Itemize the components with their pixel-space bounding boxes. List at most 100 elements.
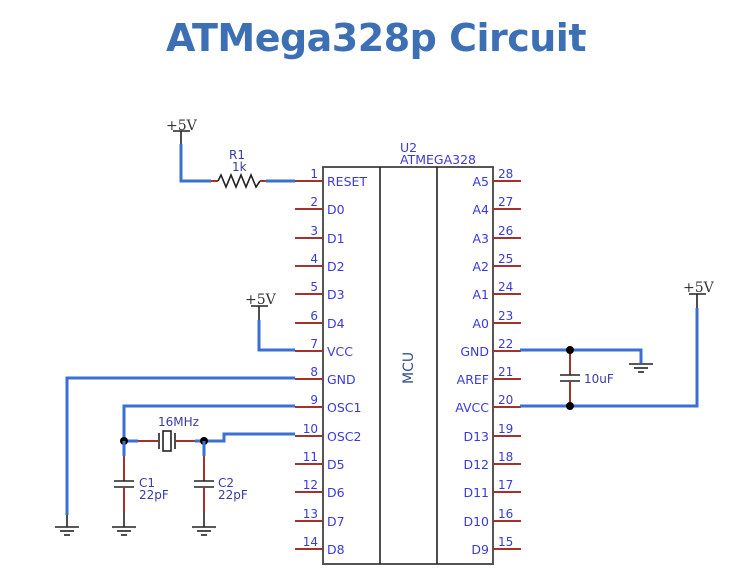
- wire-gnd8: [65, 376, 295, 515]
- pin-name: D8: [327, 542, 345, 557]
- pin-name: OSC2: [327, 429, 361, 444]
- pin-name: D6: [327, 485, 345, 500]
- c1-value: 22pF: [139, 488, 169, 502]
- pin-number: 26: [498, 224, 513, 238]
- pin-name: D1: [327, 231, 345, 246]
- pin-number: 10: [303, 422, 318, 436]
- wire-osc2: [204, 432, 295, 443]
- reset-circuit: +5V R1 1k: [166, 118, 295, 190]
- resistor-r1: [217, 172, 261, 190]
- crystal-value: 16MHz: [158, 415, 199, 429]
- pin-number: 5: [310, 280, 318, 294]
- wire-avcc: [520, 308, 699, 408]
- pin-number: 13: [303, 507, 318, 521]
- diagram-title: ATMega328p Circuit: [166, 16, 586, 60]
- pin-number: 19: [498, 422, 513, 436]
- pin-name: D11: [463, 485, 489, 500]
- pin-name: D9: [471, 542, 489, 557]
- junction-dot: [566, 402, 574, 410]
- pin-name: A4: [472, 202, 489, 217]
- ic-right-pins: 28A527A426A325A224A123A022GND21AREF20AVC…: [455, 167, 521, 557]
- r1-ref: R1: [229, 148, 245, 162]
- pin-name: OSC1: [327, 400, 361, 415]
- pin-name: A5: [472, 174, 489, 189]
- pin-number: 15: [498, 535, 513, 549]
- ground-icon: [629, 363, 653, 373]
- pin-number: 8: [310, 365, 318, 379]
- pin-number: 14: [303, 535, 318, 549]
- ic-part: ATMEGA328: [400, 152, 476, 167]
- pin-number: 3: [310, 224, 318, 238]
- pin-name: AVCC: [455, 400, 489, 415]
- pin-name: D10: [463, 514, 489, 529]
- wire-osc1: [122, 404, 295, 441]
- pin-name: GND: [460, 344, 489, 359]
- vcc-circuit: +5V: [245, 292, 295, 352]
- pin-number: 21: [498, 365, 513, 379]
- ic-center-label: MCU: [401, 352, 417, 384]
- pin-number: 24: [498, 280, 513, 294]
- pin-number: 12: [303, 478, 318, 492]
- ground-icon: [112, 526, 136, 536]
- wire-reset-supply: [179, 144, 211, 183]
- pin-number: 9: [310, 393, 318, 407]
- pin-name: D5: [327, 457, 345, 472]
- pin-number: 16: [498, 507, 513, 521]
- pin-name: D0: [327, 202, 345, 217]
- pin-name: GND: [327, 372, 356, 387]
- ic-u2: U2 ATMEGA328 MCU: [322, 140, 494, 565]
- crystal-16mhz: [162, 430, 172, 452]
- pin-number: 23: [498, 309, 513, 323]
- pin-name: D7: [327, 514, 345, 529]
- ic-body: [322, 166, 494, 565]
- pin-name: RESET: [327, 174, 367, 189]
- pin-name: AREF: [457, 372, 489, 387]
- pin-name: A2: [472, 259, 489, 274]
- gnd8-circuit: [55, 376, 295, 536]
- pin-number: 22: [498, 337, 513, 351]
- c2-ref: C2: [218, 476, 234, 490]
- pin-number: 17: [498, 478, 513, 492]
- pin-name: A3: [472, 231, 489, 246]
- pin-name: A1: [472, 287, 489, 302]
- pin-number: 18: [498, 450, 513, 464]
- junction-dot: [566, 346, 574, 354]
- pin-name: D13: [463, 429, 489, 444]
- c2-value: 22pF: [218, 488, 248, 502]
- pin-name: D2: [327, 259, 345, 274]
- pin-number: 1: [310, 167, 318, 181]
- pin-number: 6: [310, 309, 318, 323]
- pin-name: A0: [472, 316, 489, 331]
- c3-value: 10uF: [584, 372, 614, 386]
- pin-number: 28: [498, 167, 513, 181]
- oscillator-circuit: 16MHz C1 22pF C2 22pF: [112, 404, 295, 536]
- power-label-avcc: +5V: [683, 280, 715, 296]
- pin-name: D4: [327, 316, 345, 331]
- ic-ref: U2: [400, 140, 417, 155]
- pin-name: VCC: [327, 344, 353, 359]
- pin-number: 4: [310, 252, 318, 266]
- pin-name: D12: [463, 457, 489, 472]
- r1-value: 1k: [232, 160, 247, 174]
- pin-number: 7: [310, 337, 318, 351]
